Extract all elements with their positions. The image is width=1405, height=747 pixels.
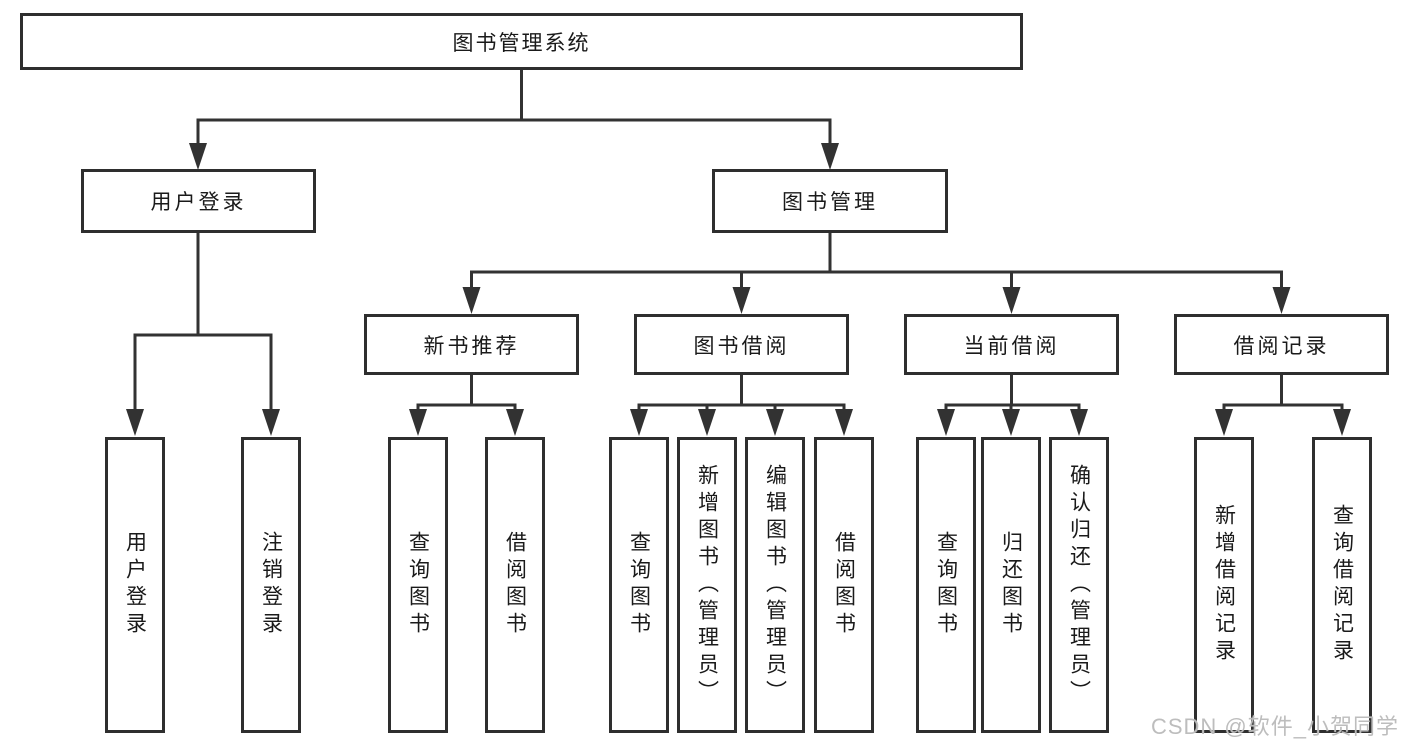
- node-book-management-system: 图书管理系统: [20, 13, 1023, 70]
- node-new-book-recommend: 新书推荐: [364, 314, 579, 375]
- leaf-label: 查询图书: [934, 531, 958, 639]
- leaf-add-borrow-record: 新增借阅记录: [1194, 437, 1254, 733]
- leaf-add-book-admin: 新增图书（管理员）: [677, 437, 737, 733]
- leaf-user-login: 用户登录: [105, 437, 165, 733]
- leaf-borrow-books: 借阅图书: [814, 437, 874, 733]
- leaf-label: 查询借阅记录: [1330, 504, 1354, 666]
- node-user-login: 用户登录: [81, 169, 316, 233]
- node-label: 当前借阅: [963, 334, 1060, 358]
- leaf-label: 编辑图书（管理员）: [763, 463, 787, 707]
- node-label: 图书管理系统: [452, 31, 591, 55]
- leaf-borrow-books-recommend: 借阅图书: [485, 437, 545, 733]
- leaf-label: 查询图书: [406, 531, 430, 639]
- watermark: CSDN @软件_小贺同学: [1150, 714, 1399, 739]
- node-label: 新书推荐: [423, 334, 520, 358]
- leaf-query-books-current: 查询图书: [916, 437, 976, 733]
- node-label: 图书借阅: [693, 334, 790, 358]
- node-current-borrow: 当前借阅: [904, 314, 1119, 375]
- leaf-logout: 注销登录: [241, 437, 301, 733]
- node-book-borrow: 图书借阅: [634, 314, 849, 375]
- node-label: 借阅记录: [1233, 334, 1330, 358]
- leaf-label: 借阅图书: [832, 531, 856, 639]
- leaf-label: 确认归还（管理员）: [1067, 463, 1091, 707]
- leaf-return-books: 归还图书: [981, 437, 1041, 733]
- leaf-label: 注销登录: [259, 531, 283, 639]
- leaf-label: 借阅图书: [503, 531, 527, 639]
- leaf-label: 用户登录: [123, 531, 147, 639]
- leaf-label: 新增借阅记录: [1212, 504, 1236, 666]
- leaf-label: 新增图书（管理员）: [695, 463, 719, 707]
- node-label: 图书管理: [782, 191, 878, 214]
- leaf-query-books-recommend: 查询图书: [388, 437, 448, 733]
- leaf-label: 查询图书: [627, 531, 651, 639]
- leaf-confirm-return-admin: 确认归还（管理员）: [1049, 437, 1109, 733]
- leaf-query-borrow-record: 查询借阅记录: [1312, 437, 1372, 733]
- leaf-label: 归还图书: [999, 531, 1023, 639]
- leaf-edit-book-admin: 编辑图书（管理员）: [745, 437, 805, 733]
- node-book-management: 图书管理: [712, 169, 948, 233]
- node-label: 用户登录: [150, 191, 247, 214]
- leaf-query-books-borrow: 查询图书: [609, 437, 669, 733]
- node-borrow-records: 借阅记录: [1174, 314, 1389, 375]
